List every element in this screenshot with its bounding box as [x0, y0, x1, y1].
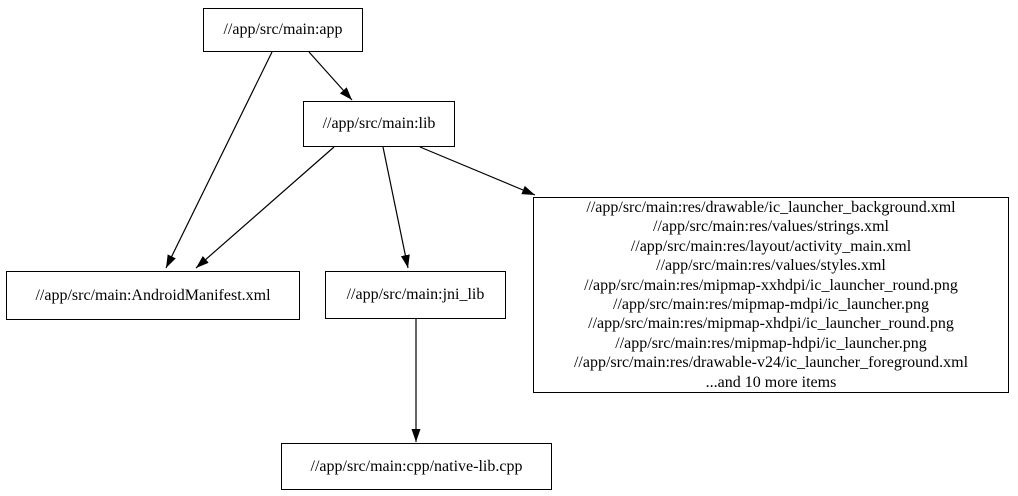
node-android-manifest: //app/src/main:AndroidManifest.xml [6, 271, 300, 320]
res-group-line: //app/src/main:res/layout/activity_main.… [630, 237, 912, 255]
res-group-line: //app/src/main:res/mipmap-xhdpi/ic_launc… [588, 315, 954, 333]
res-group-line: //app/src/main:res/mipmap-hdpi/ic_launch… [615, 334, 927, 352]
edge-lib-to-manifest [195, 146, 335, 269]
edge-app-to-lib [308, 51, 353, 101]
node-app-label: //app/src/main:app [223, 21, 343, 38]
node-jni-lib-target: //app/src/main:jni_lib [325, 271, 506, 319]
node-native-cpp: //app/src/main:cpp/native-lib.cpp [281, 443, 552, 490]
res-group-line: //app/src/main:res/drawable-v24/ic_launc… [573, 354, 969, 372]
node-res-group: //app/src/main:res/drawable/ic_launcher_… [533, 197, 1009, 393]
edge-lib-to-res-group [419, 146, 536, 196]
node-lib-label: //app/src/main:lib [322, 115, 436, 132]
res-group-line: //app/src/main:res/drawable/ic_launcher_… [586, 198, 956, 216]
node-app-target: //app/src/main:app [203, 8, 363, 52]
res-group-line: //app/src/main:res/mipmap-mdpi/ic_launch… [613, 296, 929, 313]
node-native-cpp-label: //app/src/main:cpp/native-lib.cpp [310, 457, 523, 475]
res-group-line: //app/src/main:res/values/styles.xml [656, 257, 886, 275]
res-group-line: //app/src/main:res/mipmap-xxhdpi/ic_laun… [584, 276, 958, 294]
edge-lib-to-jni-lib [382, 146, 410, 269]
node-lib-target: //app/src/main:lib [303, 101, 455, 147]
res-group-line: //app/src/main:res/values/strings.xml [653, 218, 889, 236]
node-android-manifest-label: //app/src/main:AndroidManifest.xml [35, 286, 271, 304]
edge-app-to-manifest [165, 51, 273, 269]
res-group-more-items: ...and 10 more items [705, 373, 837, 391]
node-jni-lib-label: //app/src/main:jni_lib [346, 286, 485, 303]
